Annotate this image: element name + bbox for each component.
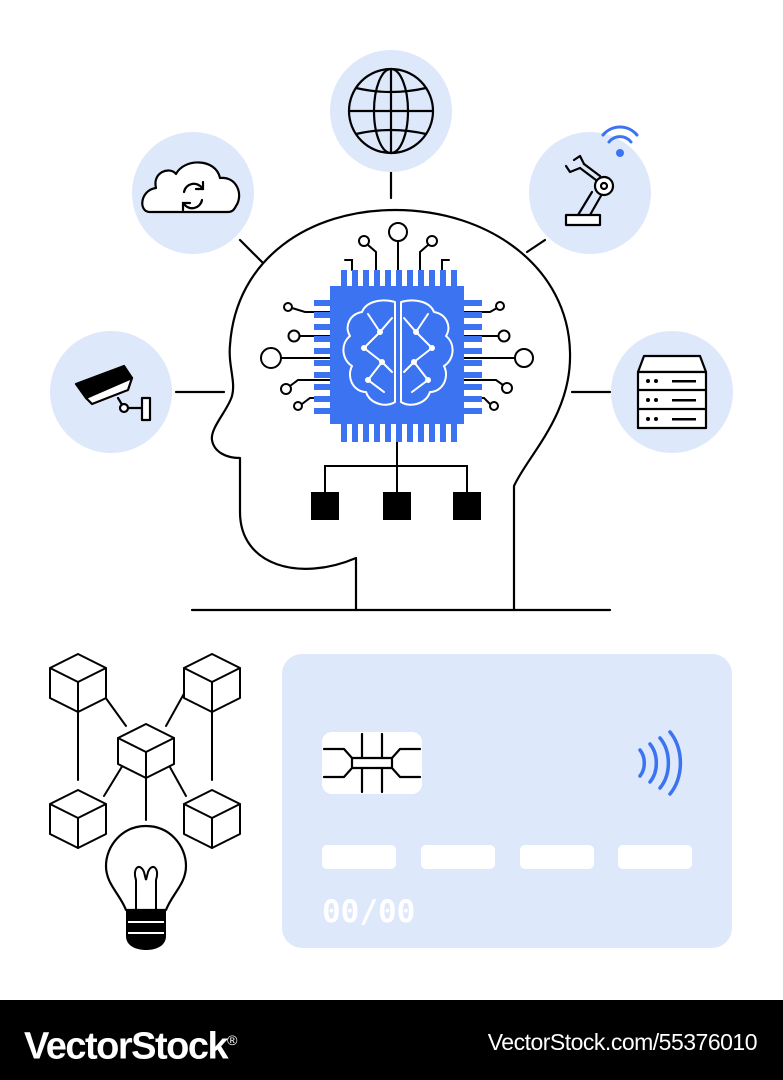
vectorstock-logo[interactable]: VectorStock® [24,1018,237,1069]
head-outline [210,208,572,612]
robotic-arm-icon [529,125,651,254]
security-camera-icon [50,331,172,453]
connector-lines [174,170,612,394]
chip-icon [322,732,422,794]
globe-icon [330,50,452,172]
logo-text: VectorStock [24,1025,229,1068]
ai-chip-icon [314,270,482,442]
credit-card: 00/00 [282,654,732,948]
image-id-link[interactable]: VectorStock.com/55376010 [487,1029,758,1055]
lightbulb-icon [104,824,188,950]
illustration: 00/00 [49,50,733,950]
cloud-sync-icon [132,132,254,254]
contactless-icon [638,730,683,796]
card-number-placeholders [322,845,692,869]
blockchain-network-icon [49,653,241,849]
trademark-symbol: ® [227,1032,237,1048]
server-rack-icon [611,331,733,453]
footer-banner: VectorStock® VectorStock.com/55376010 [0,1000,783,1080]
output-nodes [311,492,481,520]
card-expiry-text: 00/00 [322,894,415,930]
